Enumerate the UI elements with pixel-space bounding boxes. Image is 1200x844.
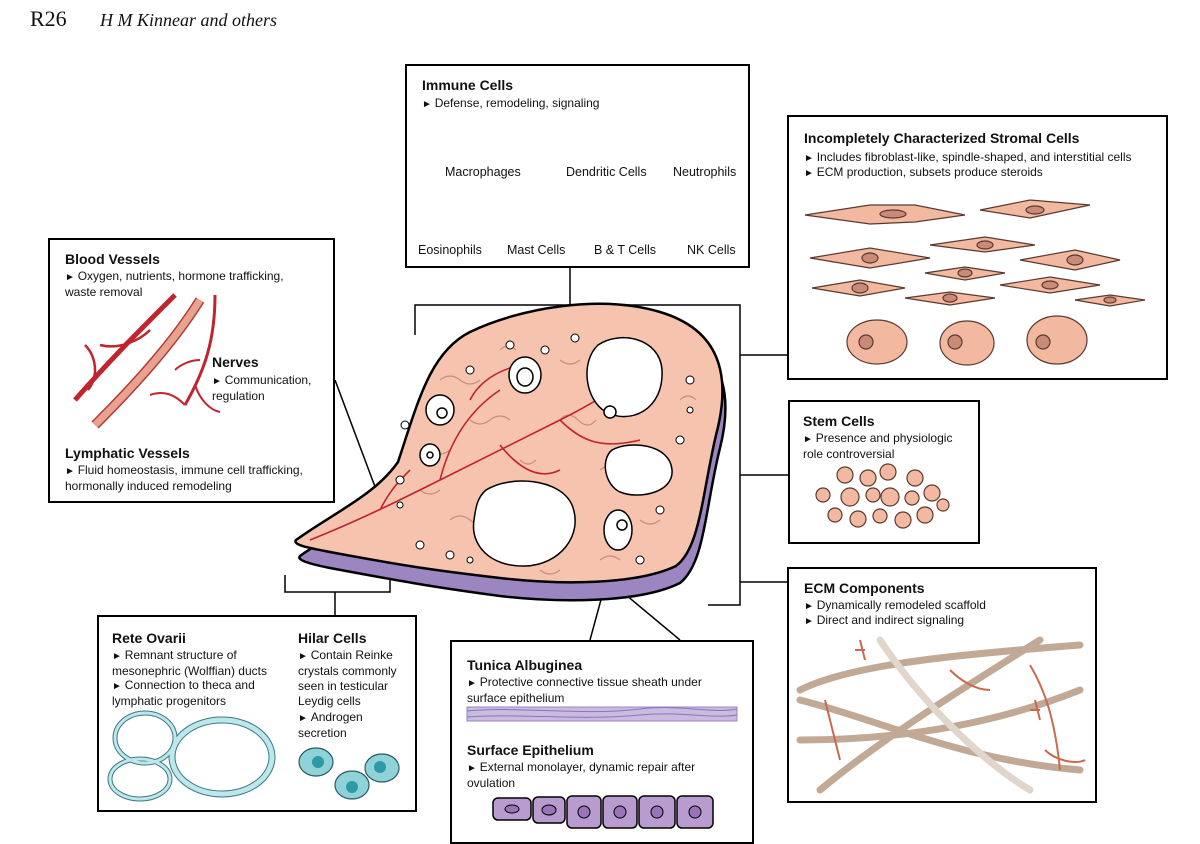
page-number: R26 <box>30 6 67 31</box>
stem-cells-box: Stem Cells Presence and physiologic role… <box>788 400 980 544</box>
ecm-desc-2: Direct and indirect signaling <box>804 613 964 629</box>
surface-title: Surface Epithelium <box>467 742 594 758</box>
rete-hilar-box: Rete Ovarii Remnant structure of mesonep… <box>97 615 417 812</box>
stromal-title: Incompletely Characterized Stromal Cells <box>804 130 1080 146</box>
ovary <box>294 302 727 602</box>
rete-hilar-illustration <box>107 710 400 802</box>
tunica-desc: Protective connective tissue sheath unde… <box>467 675 732 706</box>
ecm-illustration <box>793 632 1087 794</box>
label-mast-cells: Mast Cells <box>507 243 566 257</box>
lymph-title: Lymphatic Vessels <box>65 445 190 461</box>
rete-title: Rete Ovarii <box>112 630 186 646</box>
ecm-desc-1: Dynamically remodeled scaffold <box>804 598 986 614</box>
label-macrophages: Macrophages <box>445 165 521 179</box>
label-bt-cells: B & T Cells <box>594 243 657 257</box>
stem-cell-illustrations <box>815 463 950 529</box>
nerves-title: Nerves <box>212 354 259 370</box>
stem-title: Stem Cells <box>803 413 875 429</box>
stromal-cells-box: Incompletely Characterized Stromal Cells… <box>787 115 1168 380</box>
immune-desc: Defense, remodeling, signaling <box>422 96 600 112</box>
rete-desc-2: Connection to theca and lymphatic progen… <box>112 678 282 709</box>
rete-desc-1: Remnant structure of mesonephric (Wolffi… <box>112 648 282 679</box>
surface-desc: External monolayer, dynamic repair after… <box>467 760 732 791</box>
blood-desc: Oxygen, nutrients, hormone trafficking, … <box>65 269 315 300</box>
label-nk-cells: NK Cells <box>687 243 736 257</box>
authors: H M Kinnear and others <box>100 10 277 30</box>
lymph-desc: Fluid homeostasis, immune cell trafficki… <box>65 463 330 494</box>
immune-title: Immune Cells <box>422 77 514 93</box>
label-eosinophils: Eosinophils <box>418 243 482 257</box>
vessel-illustration <box>73 293 221 429</box>
stromal-cell-illustrations <box>804 199 1146 366</box>
hilar-title: Hilar Cells <box>298 630 367 646</box>
stem-desc: Presence and physiologic role controvers… <box>803 431 973 462</box>
hilar-desc-2: Androgen secretion <box>298 710 408 741</box>
nerves-desc: Communication, regulation <box>212 373 327 404</box>
label-dendritic-cells: Dendritic Cells <box>566 165 647 179</box>
immune-cells-box: Immune Cells Defense, remodeling, signal… <box>405 64 750 268</box>
blood-vessels-box: Blood Vessels Oxygen, nutrients, hormone… <box>48 238 335 503</box>
tunica-surface-box: Tunica Albuginea Protective connective t… <box>450 640 754 844</box>
hilar-desc-1: Contain Reinke crystals commonly seen in… <box>298 648 413 709</box>
tunica-title: Tunica Albuginea <box>467 657 583 673</box>
label-neutrophils: Neutrophils <box>673 165 737 179</box>
blood-title: Blood Vessels <box>65 251 160 267</box>
stromal-desc-2: ECM production, subsets produce steroids <box>804 165 1043 181</box>
ecm-title: ECM Components <box>804 580 925 596</box>
ecm-components-box: ECM Components Dynamically remodeled sca… <box>787 567 1097 803</box>
tunica-illustration <box>466 706 738 829</box>
stromal-desc-1: Includes fibroblast-like, spindle-shaped… <box>804 150 1132 166</box>
